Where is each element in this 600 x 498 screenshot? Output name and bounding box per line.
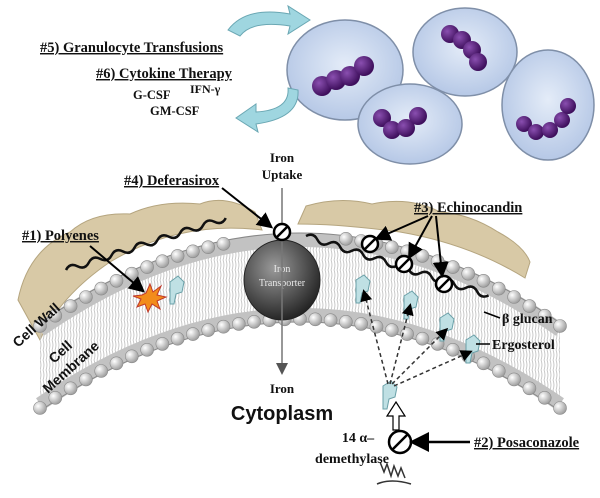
arrow-bottom-icon [235,87,299,134]
phospholipid-head [461,266,476,281]
phospholipid-head [507,372,521,387]
cell-wall-left [17,199,263,342]
cell-envelope: Iron Transporter [17,199,567,415]
phospholipid-head [48,390,63,405]
cytokine-label: #6) Cytokine Therapy [96,66,233,82]
phospholipid-head [109,273,124,288]
arrow-top-icon [227,4,311,37]
phospholipid-head [140,260,154,274]
phospholipid-head [216,319,231,334]
phospholipid-head [63,299,78,313]
iron-uptake-label-1: Iron [270,150,295,165]
phospholipid-head [339,314,353,329]
inhibitor-symbols [272,222,454,455]
beta-glucan-left [64,217,227,271]
phospholipid-head [476,273,491,288]
phospholipid-head [201,323,215,337]
phospholipid-head [33,319,47,333]
phospholipid-head [522,299,537,313]
synthesis-up-arrow-icon [385,400,407,431]
phospholipid-head [155,254,170,269]
cell-wall-right [297,199,531,279]
phospholipid-head [125,349,139,364]
phospholipid-head [339,232,353,246]
deferasirox-arrow [221,187,274,229]
neutrophil-2 [412,7,518,97]
polyene-burst-icon [132,282,168,314]
polyenes-arrow [89,245,146,293]
precursor-squiggle-icon [376,461,412,485]
posaconazole-label: #2) Posaconazole [474,435,580,451]
phospholipid-head [232,317,246,331]
phospholipid-head [354,317,369,331]
phospholipid-head [308,312,323,327]
neutrophil-3 [357,83,463,165]
phospholipid-head [491,364,506,378]
inhibitor-deferasirox-icon [272,222,292,242]
phospholipid-head [170,249,185,263]
phospholipid-head [553,319,567,333]
deferasirox-label: #4) Deferasirox [124,173,220,189]
phospholipid-head [522,381,537,396]
phospholipid-head [384,240,399,254]
beta-glucan-pointer [483,311,501,319]
phospholipid-head [415,331,430,346]
phospholipid-head [446,342,460,357]
phospholipid-head [446,260,460,274]
phospholipid-head [79,290,93,304]
synthesis-arrows [360,289,473,387]
ifn-label: IFN-γ [190,82,221,96]
phospholipid-head [186,244,200,259]
polyenes-label: #1) Polyenes [22,228,99,244]
demethylase-label-1: 14 α– [342,431,375,446]
demethylase-label-2: demethylase [315,452,389,467]
neutrophil-4 [501,49,595,161]
phospholipid-head [140,342,154,357]
gmcsf-label: GM-CSF [150,104,200,118]
phospholipid-head [79,372,93,387]
phospholipid-head [537,390,552,405]
echino-arrow-3 [432,215,449,278]
phospholipid-heads [33,232,567,415]
phospholipid-head [155,337,170,351]
phospholipid-head [186,327,200,341]
granulocyte-label: #5) Granulocyte Transfusions [40,40,224,56]
phospholipid-head [63,381,78,396]
inhibitor-posaconazole-icon [387,429,413,455]
echino-arrow-1 [374,215,429,241]
gcsf-label: G-CSF [133,88,171,102]
phospholipid-head [247,314,261,329]
phospholipid-head [94,281,108,296]
iron-bottom-label: Iron [270,381,295,396]
phospholipid-head [537,308,552,323]
phospholipid-head [33,401,47,415]
phospholipid-head [400,327,414,341]
phospholipid-head [216,237,231,251]
echino-arrow-2 [408,215,433,260]
phospholipid-head [476,356,491,371]
phospholipid-head [507,290,521,304]
phospholipid-head [323,313,338,328]
phospholipid-head [491,281,506,296]
inhibitor-echino-2-icon [394,254,414,274]
ergosterol-label: Ergosterol [492,338,555,353]
cytoplasm-label: Cytoplasm [231,403,333,425]
inhibitor-echino-1-icon [360,234,380,254]
neutrophil-cells [286,7,595,165]
echinocandin-label: #3) Echinocandin [414,200,522,216]
iron-uptake-label-2: Uptake [262,167,303,182]
phospholipid-head [109,356,124,371]
phospholipid-head [553,401,567,415]
phospholipid-head [94,364,108,378]
transfusion-arrows [227,4,311,134]
phospholipid-head [415,249,430,263]
phospholipid-head [201,240,215,254]
phospholipid-head [384,323,399,337]
beta-glucan-label: β glucan [502,312,553,327]
inhibitor-echino-3-icon [434,274,454,294]
phospholipid-head [48,308,63,323]
phospholipid-head [170,331,185,346]
